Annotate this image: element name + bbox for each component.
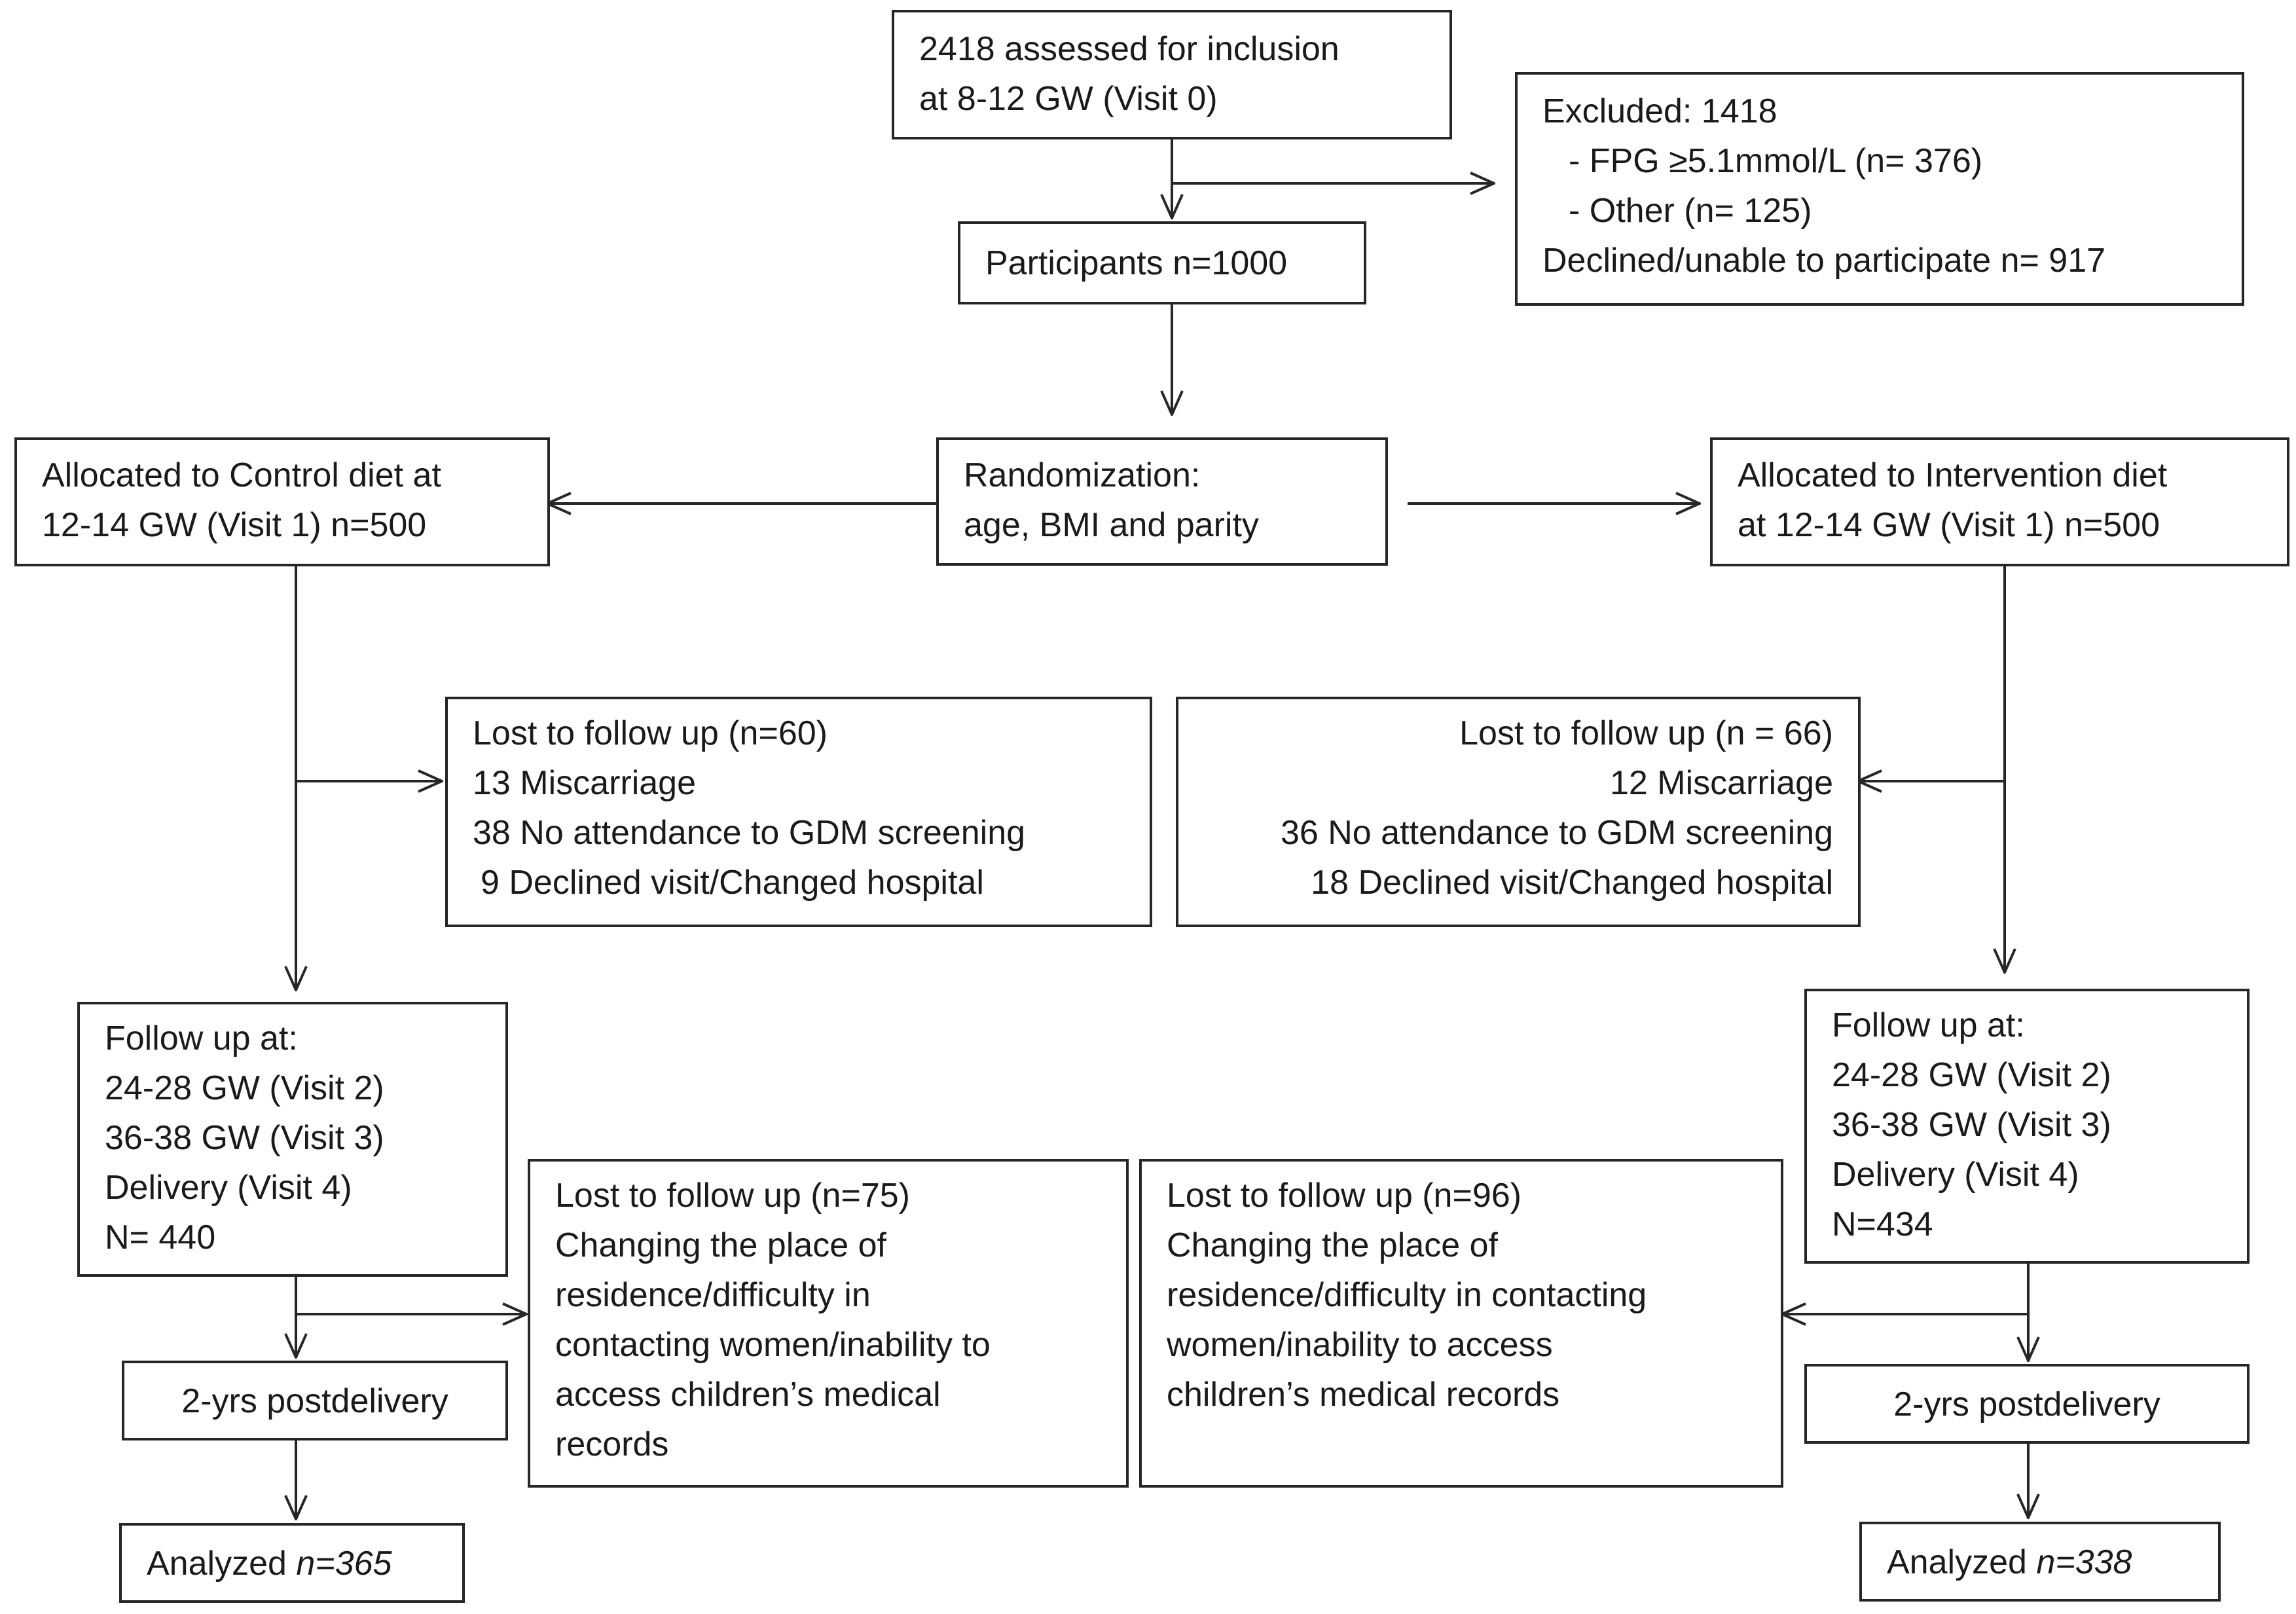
postdelivery-control-box: 2-yrs postdelivery — [122, 1361, 508, 1440]
analyzed-intervention-box: Analyzed n=338 — [1859, 1522, 2221, 1602]
postdelivery-intervention-box: 2-yrs postdelivery — [1804, 1364, 2250, 1444]
lost-control-2-reason-2: residence/difficulty in — [555, 1276, 871, 1314]
followup-control-n: N= 440 — [105, 1219, 216, 1256]
assessed-line-2: at 8-12 GW (Visit 0) — [919, 80, 1218, 118]
lost-control-2-reason-5: records — [555, 1425, 669, 1463]
lost-control-2-reason-1: Changing the place of — [555, 1226, 886, 1264]
lost-intervention-2-reason-3: women/inability to access — [1167, 1326, 1553, 1364]
randomization-line-1: Randomization: — [964, 456, 1201, 494]
control-allocation-line-1: Allocated to Control diet at — [42, 456, 441, 494]
control-allocation-line-2: 12-14 GW (Visit 1) n=500 — [42, 506, 427, 544]
analyzed-control-box: Analyzed n=365 — [119, 1523, 465, 1603]
lost-control-1-miscarriage: 13 Miscarriage — [473, 764, 697, 802]
assessed-box: 2418 assessed for inclusion at 8-12 GW (… — [892, 10, 1452, 139]
assessed-line-1: 2418 assessed for inclusion — [919, 30, 1339, 68]
followup-intervention-box: Follow up at: 24-28 GW (Visit 2) 36-38 G… — [1804, 989, 2250, 1264]
intervention-allocation-box: Allocated to Intervention diet at 12-14 … — [1710, 437, 2289, 566]
lost-control-1-box: Lost to follow up (n=60) 13 Miscarriage … — [445, 697, 1152, 927]
intervention-allocation-line-2: at 12-14 GW (Visit 1) n=500 — [1738, 506, 2160, 544]
lost-control-1-no-attendance: 38 No attendance to GDM screening — [473, 814, 1026, 852]
lost-control-1-declined: 9 Declined visit/Changed hospital — [481, 864, 984, 902]
intervention-allocation-line-1: Allocated to Intervention diet — [1738, 456, 2168, 494]
postdelivery-control-label: 2-yrs postdelivery — [181, 1382, 448, 1420]
lost-intervention-2-reason-1: Changing the place of — [1167, 1226, 1498, 1264]
followup-intervention-visit-2: 24-28 GW (Visit 2) — [1832, 1056, 2111, 1094]
followup-control-visit-4: Delivery (Visit 4) — [105, 1169, 352, 1207]
control-allocation-box: Allocated to Control diet at 12-14 GW (V… — [14, 437, 550, 566]
lost-intervention-2-reason-2: residence/difficulty in contacting — [1167, 1276, 1647, 1314]
followup-control-box: Follow up at: 24-28 GW (Visit 2) 36-38 G… — [77, 1002, 508, 1277]
lost-intervention-1-box: Lost to follow up (n = 66) 12 Miscarriag… — [1176, 697, 1861, 927]
lost-intervention-2-box: Lost to follow up (n=96) Changing the pl… — [1139, 1159, 1783, 1488]
lost-intervention-1-no-attendance: 36 No attendance to GDM screening — [1280, 814, 1833, 852]
lost-control-2-reason-3: contacting women/inability to — [555, 1326, 991, 1364]
lost-intervention-2-reason-4: children’s medical records — [1167, 1376, 1560, 1414]
followup-control-heading: Follow up at: — [105, 1019, 298, 1057]
randomization-line-2: age, BMI and parity — [964, 506, 1259, 544]
analyzed-control-value: n=365 — [296, 1545, 392, 1583]
analyzed-intervention-value: n=338 — [2036, 1543, 2132, 1581]
lost-control-2-total: Lost to follow up (n=75) — [555, 1177, 910, 1215]
lost-control-2-reason-4: access children’s medical — [555, 1376, 941, 1414]
followup-intervention-n: N=434 — [1832, 1205, 1933, 1243]
followup-intervention-heading: Follow up at: — [1832, 1006, 2025, 1044]
participants-label: Participants n=1000 — [985, 244, 1288, 282]
followup-control-visit-3: 36-38 GW (Visit 3) — [105, 1119, 384, 1157]
excluded-total: Excluded: 1418 — [1542, 92, 1777, 130]
lost-intervention-1-total: Lost to follow up (n = 66) — [1459, 714, 1833, 752]
followup-control-visit-2: 24-28 GW (Visit 2) — [105, 1069, 384, 1107]
lost-intervention-1-declined: 18 Declined visit/Changed hospital — [1311, 864, 1833, 902]
participants-box: Participants n=1000 — [958, 221, 1366, 304]
lost-intervention-1-miscarriage: 12 Miscarriage — [1609, 764, 1833, 802]
lost-control-1-total: Lost to follow up (n=60) — [473, 714, 828, 752]
excluded-declined: Declined/unable to participate n= 917 — [1542, 242, 2106, 280]
analyzed-intervention-prefix: Analyzed — [1887, 1543, 2037, 1581]
excluded-box: Excluded: 1418 - FPG ≥5.1mmol/L (n= 376)… — [1515, 72, 2244, 306]
postdelivery-intervention-label: 2-yrs postdelivery — [1893, 1385, 2160, 1423]
followup-intervention-visit-4: Delivery (Visit 4) — [1832, 1156, 2079, 1194]
followup-intervention-visit-3: 36-38 GW (Visit 3) — [1832, 1106, 2111, 1144]
excluded-fpg: - FPG ≥5.1mmol/L (n= 376) — [1569, 142, 1983, 180]
lost-control-2-box: Lost to follow up (n=75) Changing the pl… — [528, 1159, 1129, 1488]
excluded-other: - Other (n= 125) — [1569, 192, 1812, 230]
randomization-box: Randomization: age, BMI and parity — [936, 437, 1388, 566]
lost-intervention-2-total: Lost to follow up (n=96) — [1167, 1177, 1522, 1215]
analyzed-control-prefix: Analyzed — [147, 1545, 297, 1583]
